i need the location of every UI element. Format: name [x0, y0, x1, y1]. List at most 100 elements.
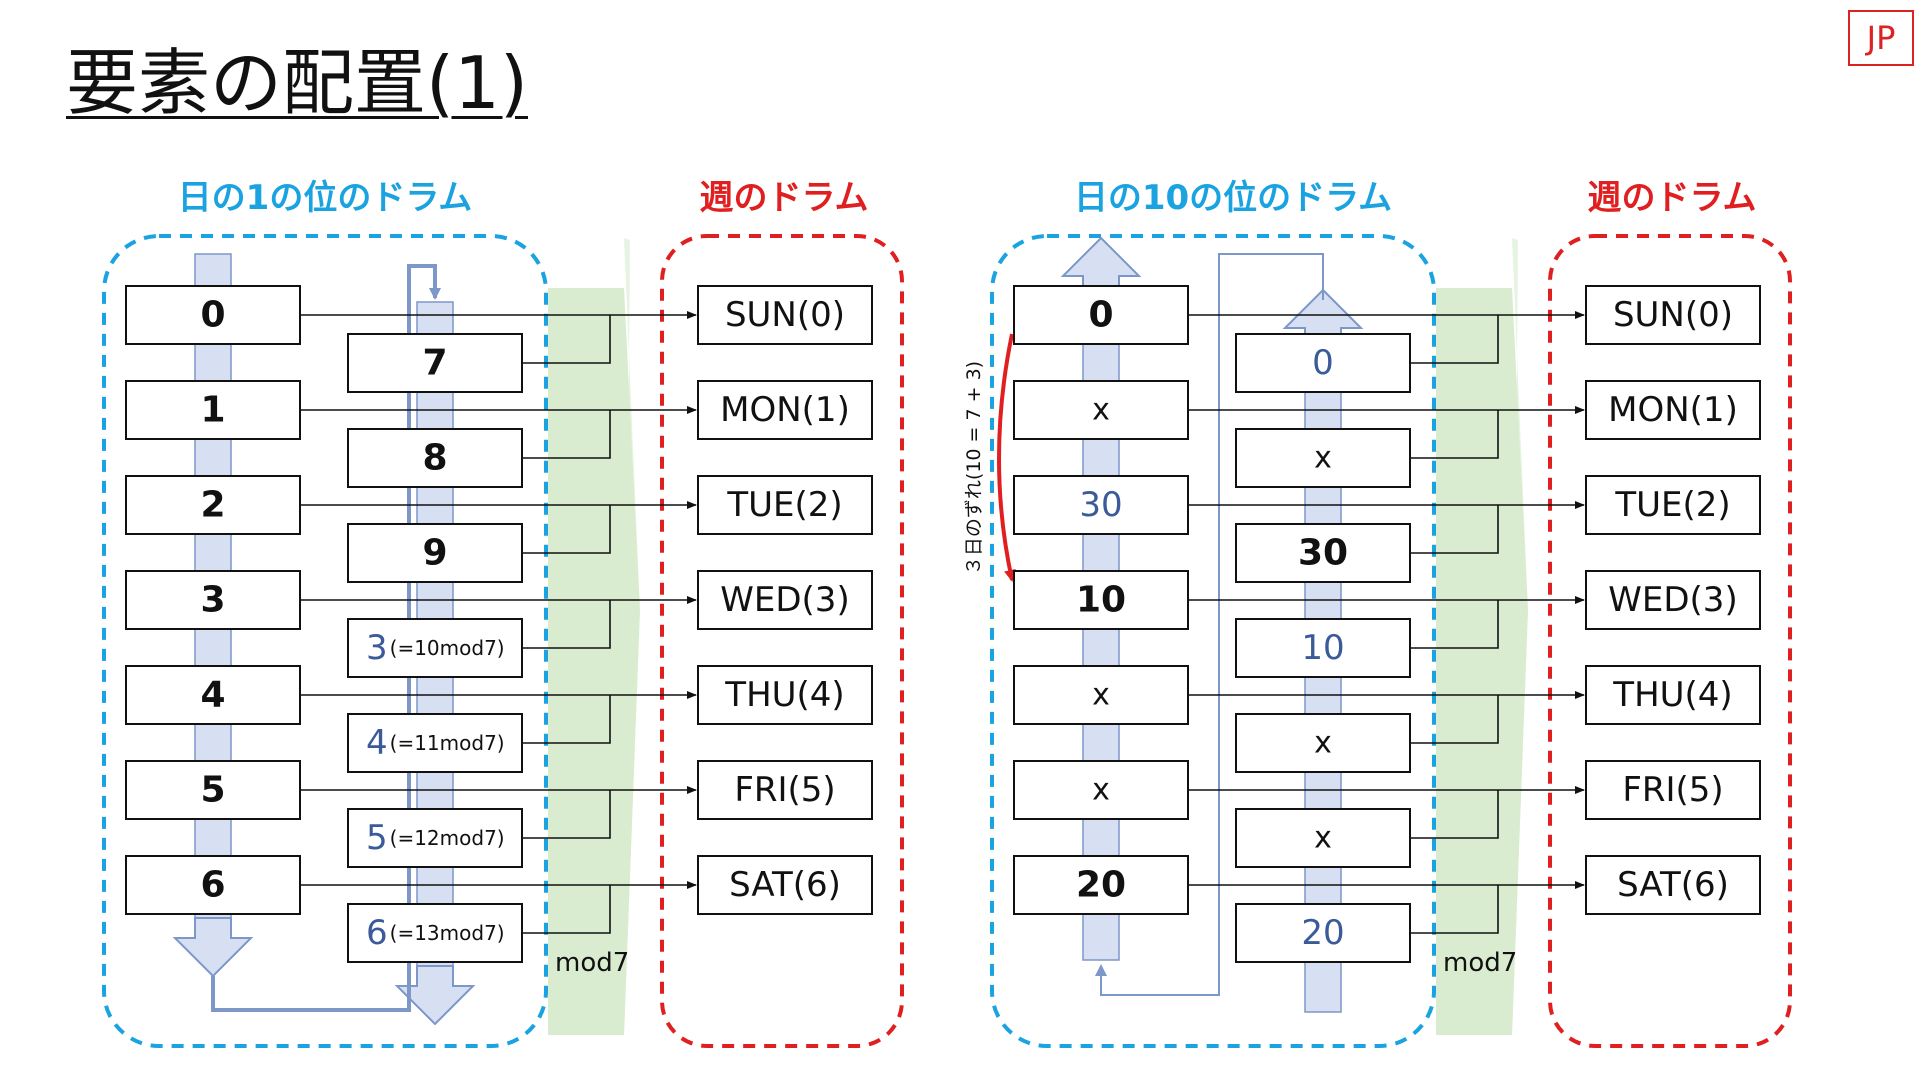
drum-b-sub: (=12mod7) — [390, 826, 505, 850]
drum-b-cell — [347, 333, 523, 393]
drum-b-value: x — [1314, 821, 1332, 856]
weekday-cell — [697, 760, 873, 820]
link-b-4 — [1410, 695, 1499, 744]
drum-b-arrow — [394, 965, 476, 1026]
drum-b-cell — [347, 618, 523, 678]
weekday-cell — [697, 665, 873, 725]
weekday-cell — [697, 475, 873, 535]
link-b-1 — [1410, 410, 1499, 459]
drum-a-value: x — [1092, 393, 1110, 428]
mod-band — [548, 288, 640, 1035]
link-b-1 — [522, 410, 611, 459]
drum-a-value: 30 — [1079, 485, 1122, 525]
mod-band-edge — [1512, 238, 1528, 1035]
weekday-label: WED(3) — [1608, 580, 1737, 620]
drum-b-sub: (=13mod7) — [390, 921, 505, 945]
link-b-0 — [1410, 315, 1499, 364]
week-drum-header: 週のドラム — [700, 178, 869, 218]
drum-a-value: 3 — [200, 580, 225, 621]
drum-a-value: 0 — [1088, 295, 1113, 336]
weekday-label: FRI(5) — [734, 770, 835, 810]
drum-b-cell — [1235, 523, 1411, 583]
weekday-label: WED(3) — [720, 580, 849, 620]
weekday-cell — [1585, 760, 1761, 820]
weekday-cell — [697, 855, 873, 915]
drum-b-main: 6 — [366, 913, 388, 953]
link-b-3 — [522, 600, 611, 649]
day-drum-header: 日の10の位のドラム — [1074, 178, 1392, 218]
weekday-cell — [697, 570, 873, 630]
mod-label: mod7 — [1443, 948, 1517, 978]
link-b-5 — [522, 790, 611, 839]
day-drum-frame — [102, 234, 548, 1048]
drum-a-cell — [1013, 760, 1189, 820]
shift-label: ３日のずれ(10 = 7 + 3) — [963, 361, 985, 575]
drum-b-value: 9 — [422, 533, 447, 574]
weekday-label: MON(1) — [720, 390, 850, 430]
drum-a-cell — [125, 380, 301, 440]
weekday-label: SUN(0) — [1613, 295, 1733, 335]
drum-b-cell — [347, 523, 523, 583]
link-b-0 — [522, 315, 611, 364]
drum-b-cell — [347, 903, 523, 963]
drum-a-value: 1 — [200, 390, 225, 431]
weekday-cell — [1585, 380, 1761, 440]
drum-b-value: 4(=11mod7) — [366, 723, 505, 763]
link-b-5 — [1410, 790, 1499, 839]
language-badge[interactable]: JP — [1848, 10, 1914, 66]
drum-a-value: 2 — [200, 485, 225, 526]
drum-b-value: 10 — [1301, 628, 1344, 668]
drum-a-value: x — [1092, 773, 1110, 808]
drum-a-value: x — [1092, 678, 1110, 713]
drum-a-cell — [1013, 665, 1189, 725]
week-drum-frame — [660, 234, 904, 1048]
link-b-2 — [522, 505, 611, 554]
drum-a-cell — [1013, 570, 1189, 630]
drum-b-cell — [347, 713, 523, 773]
weekday-cell — [697, 380, 873, 440]
week-drum-header: 週のドラム — [1588, 178, 1757, 218]
drum-b-value: 5(=12mod7) — [366, 818, 505, 858]
day-drum-header: 日の1の位のドラム — [178, 178, 473, 218]
link-b-4 — [522, 695, 611, 744]
drum-a-cell — [125, 475, 301, 535]
drum-a-cell — [125, 665, 301, 725]
mod-band — [1436, 288, 1528, 1035]
drum-a-value: 0 — [200, 295, 225, 336]
drum-b-value: 20 — [1301, 913, 1344, 953]
drum-b-main: 4 — [366, 723, 388, 763]
drum-b-main: 3 — [366, 628, 388, 668]
shift-arrow — [997, 333, 1016, 582]
page-title: 要素の配置(1) — [66, 41, 528, 125]
weekday-cell — [1585, 855, 1761, 915]
drum-a-value: 4 — [200, 675, 225, 716]
weekday-label: TUE(2) — [726, 485, 842, 525]
drum-a-cell — [125, 760, 301, 820]
weekday-cell — [697, 285, 873, 345]
drum-a-arrow — [172, 917, 254, 978]
weekday-label: THU(4) — [1612, 675, 1732, 715]
link-b-3 — [1410, 600, 1499, 649]
drum-b-value: 6(=13mod7) — [366, 913, 505, 953]
drum-b-main: 5 — [366, 818, 388, 858]
drum-b-value: 30 — [1298, 533, 1348, 574]
drum-b-sub: (=11mod7) — [390, 731, 505, 755]
drum-b-value: 7 — [422, 343, 447, 384]
link-b-6 — [1410, 885, 1499, 934]
drum-b-cell — [1235, 713, 1411, 773]
drum-b-value: 3(=10mod7) — [366, 628, 505, 668]
mod-band-edge — [624, 238, 640, 1035]
weekday-label: SAT(6) — [729, 865, 841, 905]
drum-b-cell — [1235, 808, 1411, 868]
drum-b-cell — [1235, 903, 1411, 963]
drum-a-value: 10 — [1076, 580, 1126, 621]
drum-a-cell — [125, 855, 301, 915]
weekday-cell — [1585, 665, 1761, 725]
drum-b-cell — [347, 428, 523, 488]
drum-b-sub: (=10mod7) — [390, 636, 505, 660]
drum-b-value: x — [1314, 441, 1332, 476]
link-b-6 — [522, 885, 611, 934]
drum-b-cell — [1235, 428, 1411, 488]
drum-a-cell — [1013, 380, 1189, 440]
